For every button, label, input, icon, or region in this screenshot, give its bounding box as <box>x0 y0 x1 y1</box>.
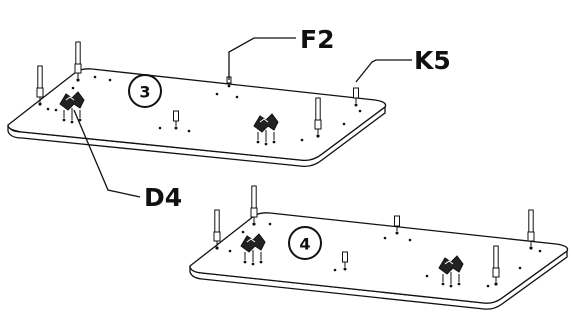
label-k5: K5 <box>414 46 451 75</box>
callout-k5: K5 <box>355 46 451 83</box>
step-3-number: 3 <box>139 83 150 102</box>
step-3-badge <box>128 74 162 108</box>
panel-step-4: 4 <box>189 185 569 310</box>
panel-4-top <box>189 212 569 304</box>
label-d4: D4 <box>144 183 182 212</box>
callout-d4-leader <box>73 109 141 198</box>
panel-3-top <box>7 68 387 162</box>
label-f2: F2 <box>300 25 334 54</box>
callout-k5-leader <box>355 59 412 83</box>
panel-step-3: 3 <box>7 41 387 168</box>
step-4-badge <box>288 226 322 260</box>
callout-d4: D4 <box>73 109 182 212</box>
callout-f2: F2 <box>228 25 334 80</box>
callout-f2-leader <box>228 37 296 80</box>
step-4-number: 4 <box>299 235 310 254</box>
